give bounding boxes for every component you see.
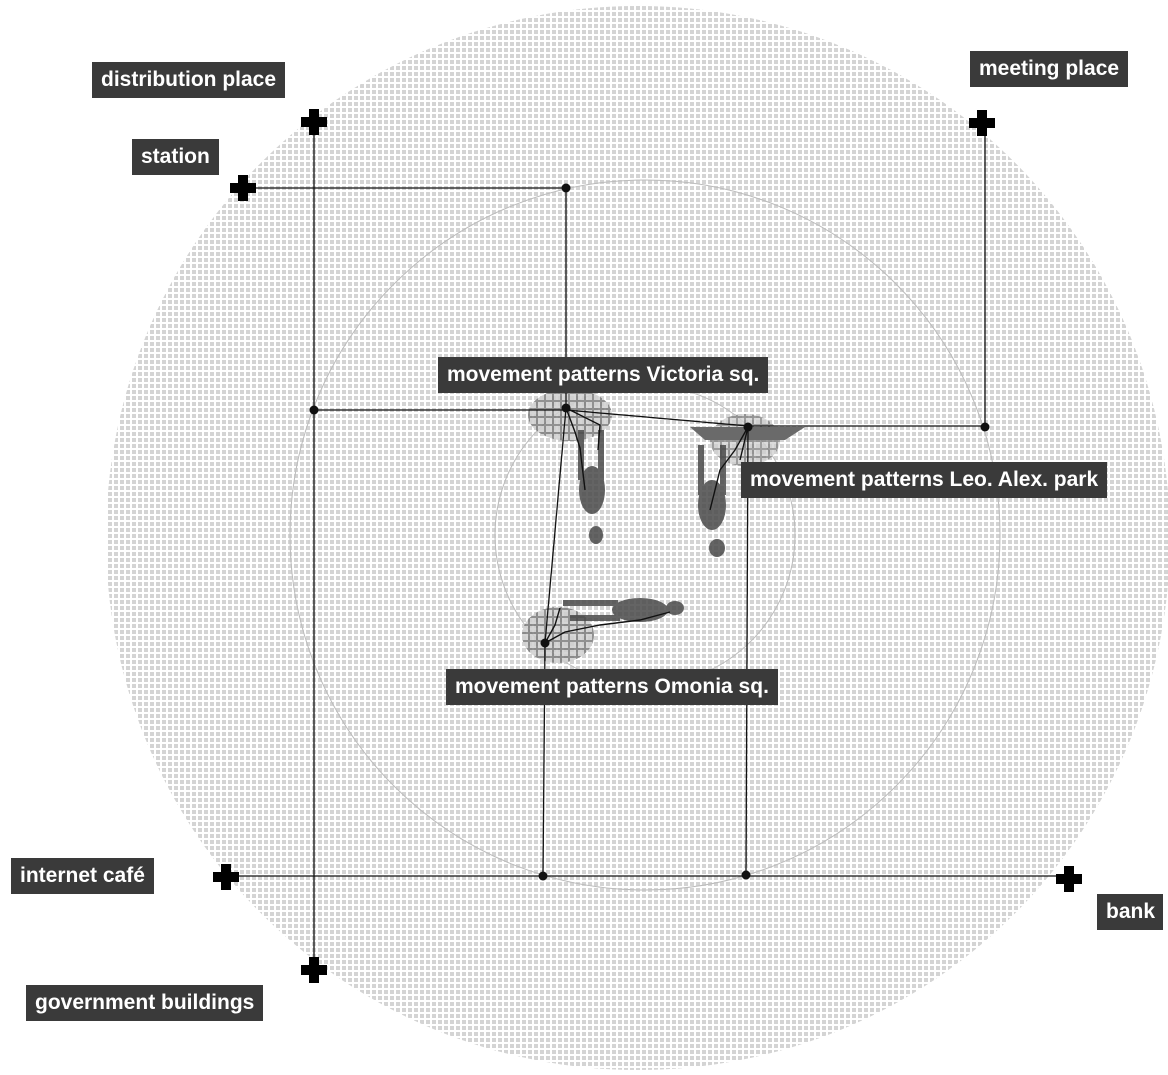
junction-dot-icon	[561, 403, 571, 413]
junction-dot-icon	[540, 638, 550, 648]
plus-marker-icon	[301, 109, 327, 135]
pedestrian-figure-icon	[698, 445, 726, 557]
junction-dot-icon	[538, 871, 548, 881]
movement-traces	[544, 407, 749, 644]
junction-nodes	[309, 183, 990, 881]
junction-dot-icon	[309, 405, 319, 415]
label-meeting-place: meeting place	[970, 51, 1129, 87]
label-government-buildings: government buildings	[26, 985, 264, 1021]
destination-markers	[213, 109, 1082, 983]
plus-marker-icon	[1056, 866, 1082, 892]
label-bank: bank	[1097, 894, 1164, 930]
plus-marker-icon	[969, 110, 995, 136]
label-distribution-place: distribution place	[92, 62, 286, 98]
victoria-blob	[528, 389, 612, 441]
junction-dot-icon	[980, 422, 990, 432]
label-omonia-sq: movement patterns Omonia sq.	[446, 669, 778, 705]
label-station: station	[132, 139, 219, 175]
junction-dot-icon	[741, 870, 751, 880]
label-victoria-sq: movement patterns Victoria sq.	[438, 357, 769, 393]
junction-dot-icon	[743, 422, 753, 432]
plus-marker-icon	[213, 864, 239, 890]
movement-paths	[226, 122, 1066, 969]
label-leo-alex-park: movement patterns Leo. Alex. park	[741, 462, 1108, 498]
movement-path-8	[745, 426, 749, 874]
plus-marker-icon	[301, 957, 327, 983]
plus-marker-icon	[230, 175, 256, 201]
inner-ring-outer	[289, 179, 1001, 891]
label-internet-cafe: internet café	[11, 858, 154, 894]
movement-path-9	[544, 407, 567, 642]
movement-path-5	[565, 409, 748, 427]
junction-dot-icon	[561, 183, 571, 193]
area-circle	[106, 6, 1168, 1070]
